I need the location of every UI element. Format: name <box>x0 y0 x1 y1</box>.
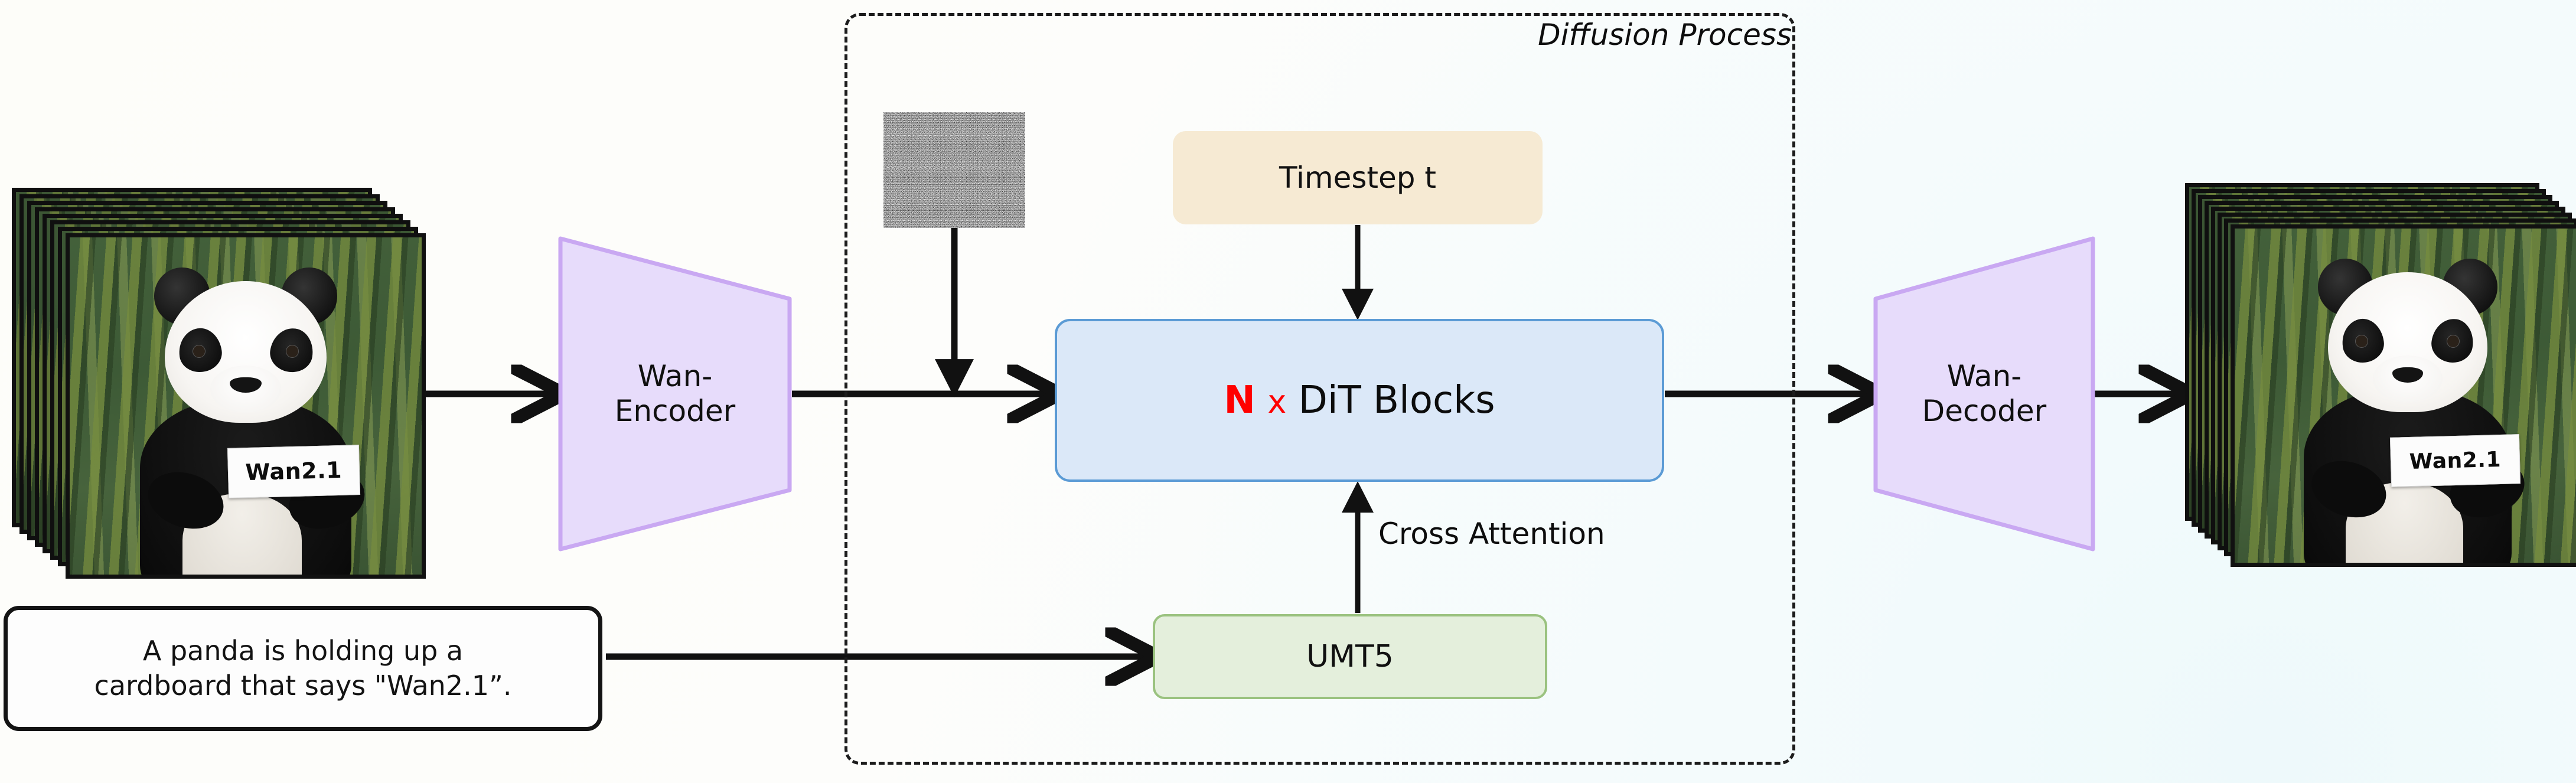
output-video-stack: Wan2.1 <box>2185 183 2576 579</box>
prompt-text: A panda is holding up a cardboard that s… <box>94 635 512 702</box>
encoder-shape <box>558 236 792 552</box>
diffusion-process-container <box>844 13 1795 765</box>
umt5-text-encoder-node[interactable]: UMT5 <box>1153 614 1547 699</box>
panda-pupil-left <box>2356 335 2368 348</box>
panda-sign-text: Wan2.1 <box>2409 447 2502 474</box>
prompt-textbox[interactable]: A panda is holding up a cardboard that s… <box>4 606 602 731</box>
dit-blocks-label: DiT Blocks <box>1298 379 1495 422</box>
video-frame-front: Wan2.1 <box>66 233 426 579</box>
umt5-label: UMT5 <box>1306 639 1394 674</box>
panda-nose <box>230 377 262 393</box>
dit-blocks-node[interactable]: N x DiT Blocks <box>1055 319 1664 482</box>
wan-decoder-node[interactable]: Wan- Decoder <box>1873 236 2095 552</box>
panda-illustration: Wan2.1 <box>70 237 422 575</box>
panda-sign-card: Wan2.1 <box>227 445 360 498</box>
wan-encoder-node[interactable]: Wan- Encoder <box>558 236 792 552</box>
timestep-label: Timestep t <box>1279 161 1436 195</box>
timestep-node[interactable]: Timestep t <box>1173 131 1543 224</box>
dit-multiply-x: x <box>1267 383 1287 420</box>
video-frame-front: Wan2.1 <box>2231 224 2576 567</box>
cross-attention-label: Cross Attention <box>1378 517 1605 551</box>
panda-pupil-right <box>2447 335 2460 348</box>
diffusion-process-label: Diffusion Process <box>1538 18 1792 52</box>
panda-pupil-left <box>193 345 205 358</box>
panda-sign-card: Wan2.1 <box>2389 434 2520 487</box>
panda-sign-text: Wan2.1 <box>245 457 343 486</box>
panda-illustration: Wan2.1 <box>2235 229 2576 563</box>
input-video-stack: Wan2.1 <box>12 188 426 579</box>
noise-latent-patch <box>883 112 1025 228</box>
panda-pupil-right <box>286 345 298 358</box>
decoder-shape <box>1873 236 2095 552</box>
dit-count-n: N <box>1224 379 1256 422</box>
panda-nose <box>2392 367 2424 383</box>
